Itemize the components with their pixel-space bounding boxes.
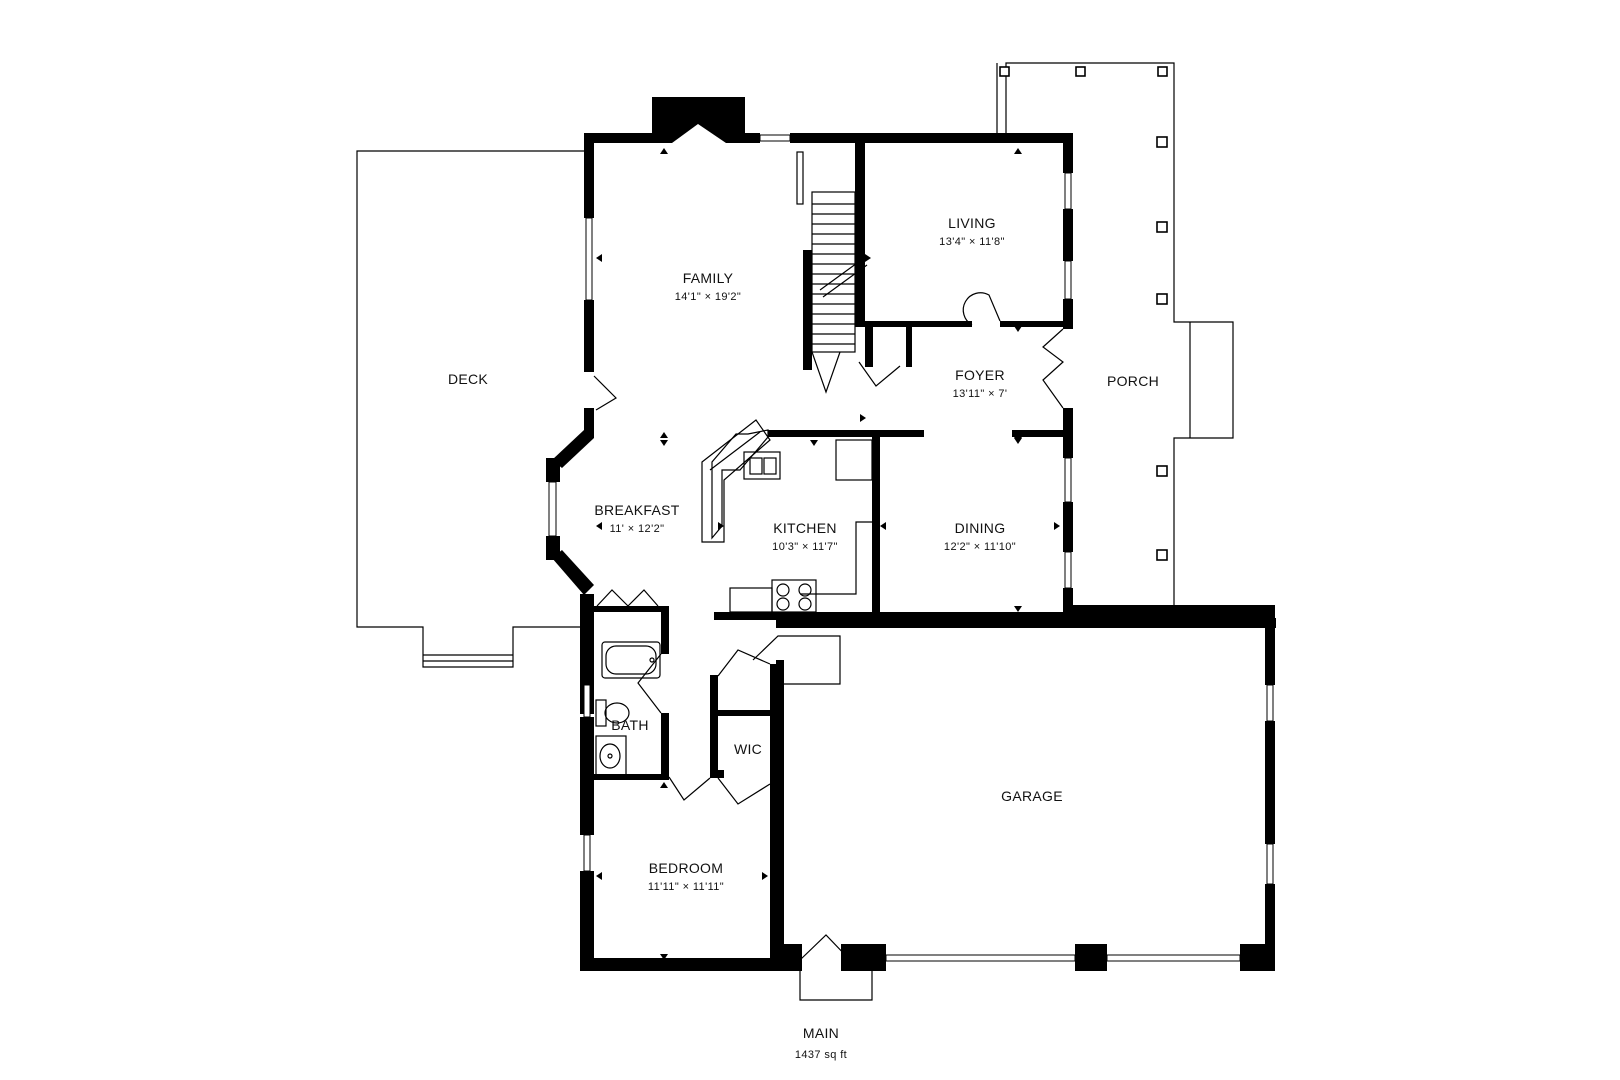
- foyer-dims: 13'11" × 7': [953, 388, 1008, 400]
- stairs: [811, 191, 868, 394]
- bath-fixtures: [595, 641, 661, 777]
- bedroom-dims: 11'11" × 11'11": [648, 881, 724, 893]
- kitchen-dims: 10'3" × 11'7": [772, 541, 838, 553]
- deck-label: DECK: [448, 371, 488, 387]
- doors: [593, 292, 1064, 1001]
- breakfast-label: BREAKFAST: [594, 502, 679, 518]
- dining-label: DINING: [955, 520, 1006, 536]
- kitchen-label: KITCHEN: [773, 520, 837, 536]
- porch-label: PORCH: [1107, 373, 1159, 389]
- foyer-label: FOYER: [955, 367, 1005, 383]
- dining-dims: 12'2" × 11'10": [944, 541, 1016, 553]
- living-label: LIVING: [948, 215, 996, 231]
- floor-name: MAIN: [803, 1025, 839, 1041]
- porch-outline: [996, 62, 1234, 608]
- kitchen-fixtures: [701, 419, 873, 613]
- breakfast-dims: 11' × 12'2": [610, 523, 665, 535]
- walls: [546, 97, 1276, 971]
- family-dims: 14'1" × 19'2": [675, 291, 741, 303]
- living-dims: 13'4" × 11'8": [939, 236, 1005, 248]
- wic-label: WIC: [734, 741, 762, 757]
- bath-label: BATH: [611, 717, 649, 733]
- floor-area: 1437 sq ft: [795, 1049, 847, 1061]
- room-labels: DECK FAMILY 14'1" × 19'2" LIVING 13'4" ×…: [448, 215, 1159, 1061]
- bedroom-label: BEDROOM: [649, 860, 723, 876]
- garage-label: GARAGE: [1001, 788, 1063, 804]
- markers: [596, 148, 1060, 960]
- family-label: FAMILY: [683, 270, 734, 286]
- deck-outline: [356, 150, 584, 668]
